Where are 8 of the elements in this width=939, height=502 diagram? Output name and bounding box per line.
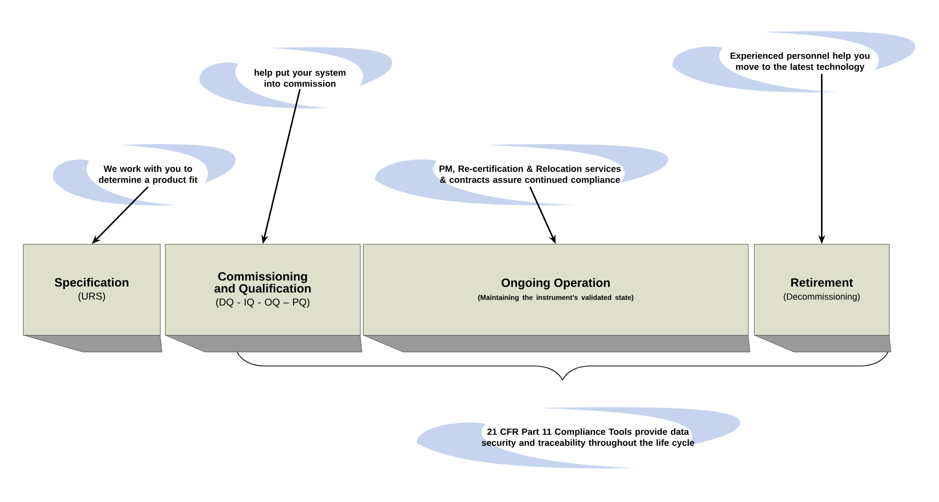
callout-text: 21 CFR Part 11 Compliance Tools provide data security and traceability throughout the life cycle xyxy=(482,428,694,448)
phase-box: Retirement (Decommissioning) xyxy=(754,244,890,336)
phase-box: Specification (URS) xyxy=(23,244,160,336)
callout-text: help put your system into commission xyxy=(254,69,346,87)
callout-text: Experienced personnel help you move to the latest technology xyxy=(730,52,870,72)
phase-box: Commissioning and Qualification (DQ - IQ - OQ – PQ) xyxy=(165,244,360,336)
callout-text: We work with you to determine a product fit xyxy=(98,165,198,185)
callout-text: PM, Re-certification & Relocation services & contracts assure continued compliance xyxy=(440,165,621,185)
